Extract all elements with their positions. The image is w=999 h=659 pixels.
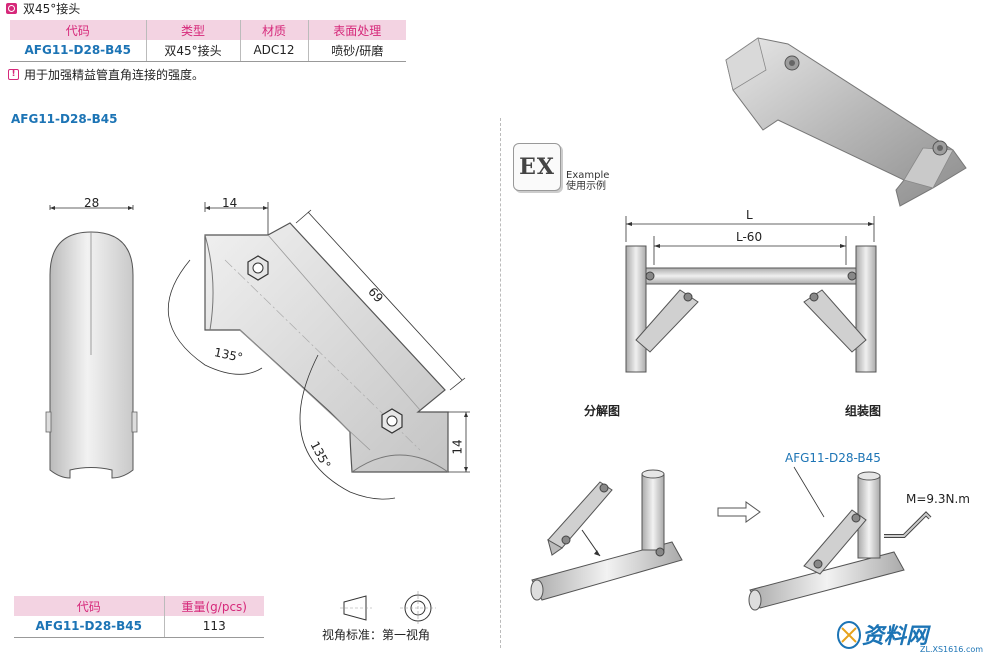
- view-standard: 视角标准：第一视角: [322, 628, 431, 642]
- spec-header-finish: 表面处理: [308, 20, 406, 40]
- example-badge-text: EX: [519, 154, 555, 180]
- spec-cell-type: 双45°接头: [146, 40, 241, 62]
- dim-top: 14: [222, 196, 238, 210]
- warning-icon: !: [8, 69, 19, 80]
- dim-side: 14: [450, 439, 465, 455]
- weight-cell-weight: 113: [164, 616, 264, 638]
- frame-example: [625, 216, 877, 373]
- example-label-en: Example: [566, 170, 610, 181]
- arrow-icon: [717, 501, 761, 523]
- example-label-cn: 使用示例: [566, 181, 606, 192]
- technical-drawing: [45, 202, 470, 500]
- spec-cell-code: AFG11-D28-B45: [10, 40, 147, 62]
- bullet-icon: [6, 2, 17, 14]
- spec-cell-finish: 喷砂/研磨: [308, 40, 406, 62]
- usage-note-text: 用于加强精益管直角连接的强度。: [24, 68, 205, 82]
- weight-header-weight: 重量(g/pcs): [164, 596, 264, 616]
- section-title: 双45°接头: [23, 1, 81, 16]
- weight-header-code: 代码: [14, 596, 165, 616]
- spec-header-material: 材质: [240, 20, 309, 40]
- watermark-logo-icon: [837, 621, 861, 649]
- watermark-sub: ZL.XS1616.com: [920, 645, 984, 654]
- callout-leader: [793, 466, 825, 518]
- weight-cell-code: AFG11-D28-B45: [14, 616, 165, 638]
- dim-width: 28: [84, 196, 100, 210]
- weight-table: 代码 重量(g/pcs) AFG11-D28-B45 113: [14, 596, 264, 638]
- dim-L: L: [746, 208, 753, 222]
- exploded-view: [530, 469, 683, 601]
- spec-header-type: 类型: [146, 20, 241, 40]
- example-label: Example 使用示例: [566, 170, 609, 192]
- caption-assembled: 组装图: [845, 404, 882, 418]
- assembled-view: [748, 471, 932, 611]
- projection-symbol: [340, 591, 436, 625]
- watermark-main: 资料网: [862, 624, 929, 649]
- front-view: [167, 202, 470, 500]
- callout-label: AFG11-D28-B45: [785, 451, 881, 465]
- spec-table: 代码 类型 材质 表面处理 AFG11-D28-B45 双45°接头 ADC12…: [10, 20, 406, 62]
- section-header: 双45°接头: [6, 0, 80, 16]
- side-view: [45, 205, 138, 479]
- torque-label: M=9.3N.m: [906, 492, 970, 506]
- spec-cell-material: ADC12: [240, 40, 309, 62]
- example-badge: EX: [513, 143, 561, 191]
- usage-note: ! 用于加强精益管直角连接的强度。: [8, 66, 204, 83]
- caption-exploded: 分解图: [584, 404, 621, 418]
- spec-header-code: 代码: [10, 20, 147, 40]
- dim-L60: L-60: [736, 230, 763, 244]
- drawing-model-label: AFG11-D28-B45: [11, 112, 118, 126]
- product-image: [725, 37, 967, 207]
- section-divider: [500, 118, 501, 648]
